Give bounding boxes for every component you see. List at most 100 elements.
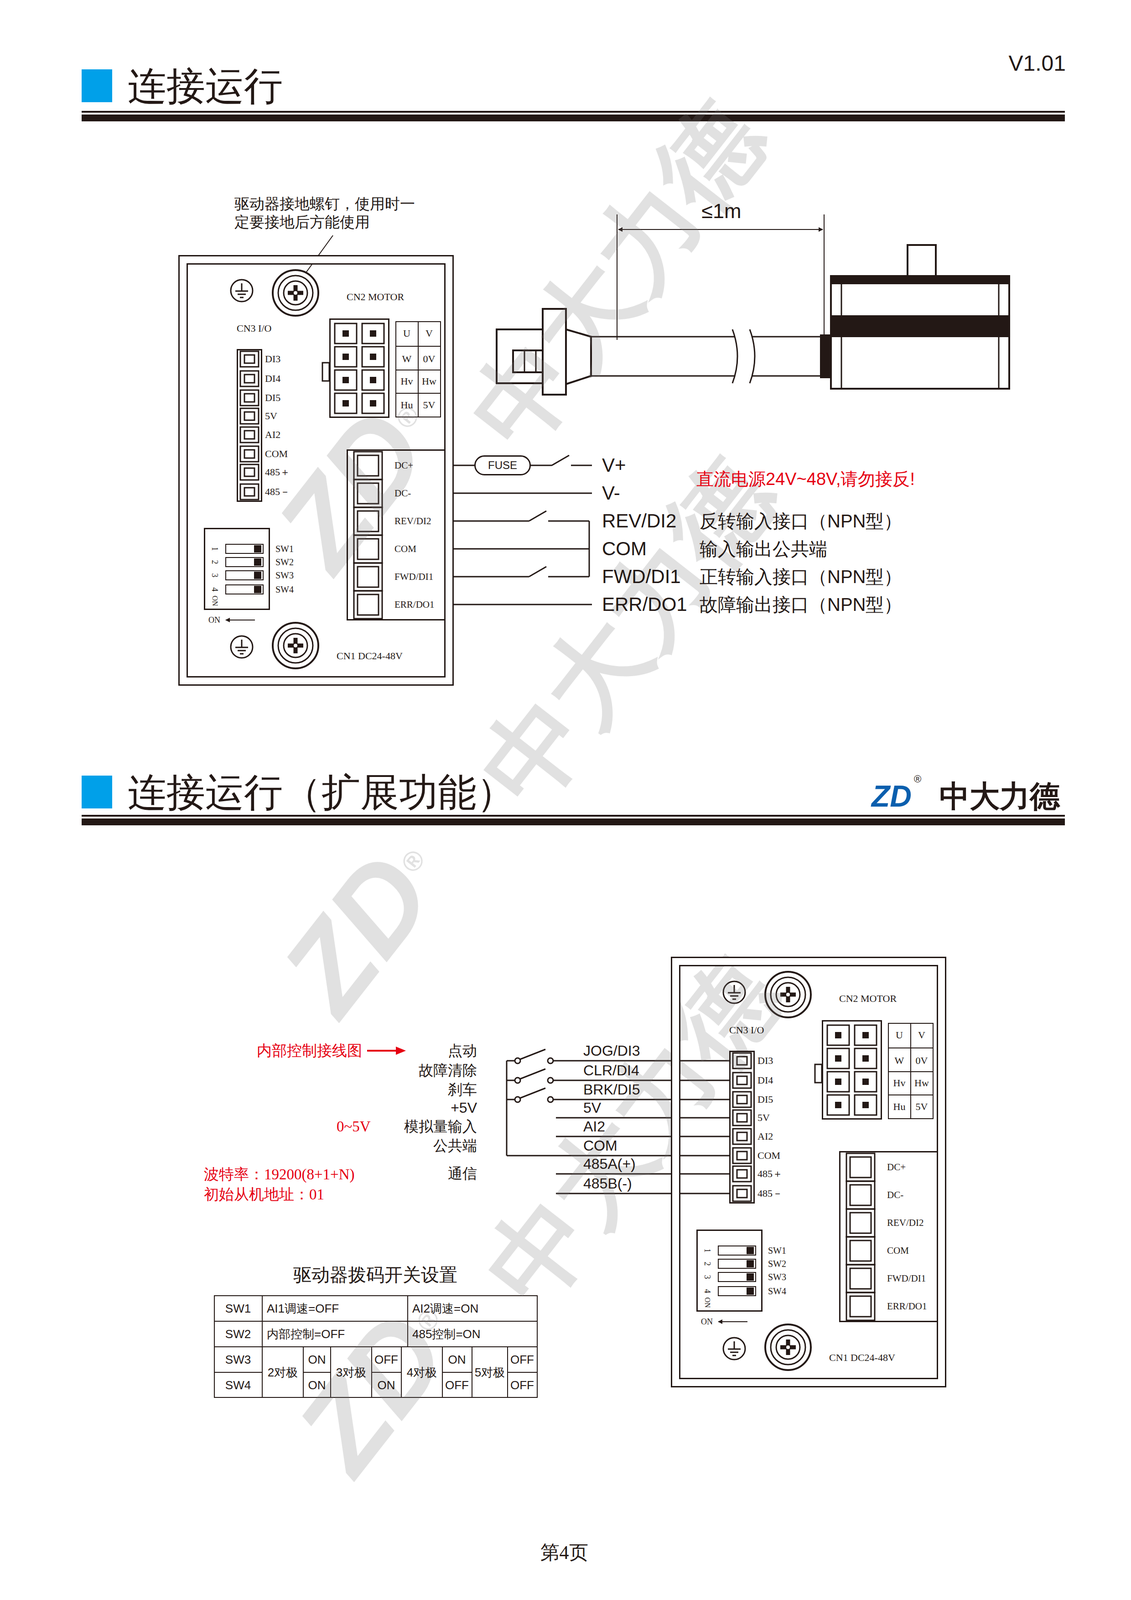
text-label: 刹车 [447, 1081, 478, 1097]
node-text: Hu [400, 399, 414, 410]
text-label: 输入输出公共端 [699, 539, 828, 558]
node-text: DI5 [264, 392, 281, 403]
table-cell: 3对极 [336, 1365, 367, 1378]
table-cell: AI2调速=ON [412, 1302, 479, 1314]
node-text: W [402, 353, 412, 364]
power-terminal: DC+DC-REV/DI2COMFWD/DI1ERR/DO1 [839, 1150, 939, 1322]
node-text: ON [211, 595, 219, 606]
node-text: AI2 [264, 429, 281, 440]
text-label: V1.01 [1008, 52, 1066, 75]
section-heading: 连接运行 [127, 66, 283, 106]
brand-logo: ® [913, 773, 922, 784]
text-label: 驱动器接地螺钉，使用时一定要接地后方能使用 [234, 194, 421, 231]
io-terminal: CN3 I/ODI3DI4DI55VAI2COM485＋485－ [729, 1050, 755, 1204]
table-cell: ON [377, 1378, 396, 1391]
text-label: 0~5V [336, 1118, 371, 1134]
node-text: 485－ [757, 1188, 783, 1199]
node-text: SW4 [767, 1286, 787, 1296]
node-text: DC- [887, 1189, 904, 1200]
red-arrow [367, 1046, 406, 1055]
node-text: REV/DI2 [887, 1217, 924, 1228]
node-text: CN3 I/O [236, 323, 272, 334]
node-text: U [403, 328, 411, 339]
node-text: 485＋ [757, 1168, 783, 1179]
page-number: 第4页 [540, 1542, 589, 1562]
node-text: 4 [210, 587, 219, 592]
table-cell: OFF [510, 1378, 535, 1391]
table-cell: 485控制=ON [412, 1327, 481, 1340]
node-text: 1 [703, 1248, 712, 1253]
node-text: Hw [914, 1077, 929, 1088]
node-text: DC+ [394, 460, 414, 471]
table-cell: SW2 [225, 1327, 251, 1340]
text-label: COM [601, 539, 647, 559]
node-text: DC- [394, 488, 411, 499]
node-text: SW3 [767, 1271, 787, 1282]
node-text: DI4 [264, 373, 281, 384]
watermark: 中大力德 [453, 86, 780, 465]
table-cell: ON [308, 1353, 327, 1365]
node-text: CN1 DC24-48V [829, 1352, 896, 1363]
text-label: 485B(-) [583, 1175, 633, 1191]
node-text: 485＋ [264, 466, 291, 478]
text-label: +5V [450, 1099, 478, 1115]
node-text: Hv [400, 376, 414, 387]
node-text: ON [703, 1296, 711, 1308]
node-text: SW1 [275, 544, 294, 554]
node-text: DI3 [264, 353, 281, 364]
table-cell: OFF [374, 1353, 399, 1365]
table-cell: OFF [510, 1353, 535, 1365]
text-label: 故障清除 [418, 1062, 478, 1078]
node-text: DC+ [887, 1162, 906, 1172]
node-text: 3 [210, 573, 219, 578]
brand-logo: 中大力德 [939, 780, 1060, 811]
wire [445, 464, 475, 467]
node-text: AI2 [757, 1131, 774, 1142]
node-text: COM [887, 1245, 909, 1256]
node-text: DI3 [757, 1055, 774, 1066]
node-text: FWD/DI1 [887, 1273, 926, 1283]
table-cell: 内部控制=OFF [266, 1327, 345, 1340]
table-cell: OFF [445, 1378, 469, 1391]
header-bar [81, 69, 1065, 825]
node-text: 5V [757, 1112, 770, 1123]
node-text: REV/DI2 [394, 516, 432, 526]
node-text: Hu [893, 1101, 906, 1112]
table-cell: ON [308, 1378, 327, 1391]
node-text: 5V [264, 410, 278, 421]
watermark: 中大力德 [463, 443, 790, 822]
node-text: ERR/DO1 [394, 599, 435, 610]
node-text: 2 [210, 560, 219, 565]
fuse-box: FUSE [474, 455, 531, 476]
table-cell: 4对极 [406, 1365, 437, 1378]
table-title: 驱动器拨码开关设置 [293, 1265, 458, 1284]
node-text: COM [394, 544, 417, 554]
motor-connector: CN2 MOTORUVW0VHvHwHu5V [329, 318, 390, 418]
text-label: 波特率：19200(8+1+N) [203, 1166, 355, 1182]
node-text: SW4 [275, 584, 294, 594]
node-text: FUSE [487, 459, 518, 471]
watermark: 中大力德 [468, 943, 795, 1322]
text-label: ≤1m [701, 200, 742, 222]
node-text: CN2 MOTOR [839, 993, 897, 1004]
text-label: 直流电源24V~48V,请勿接反! [696, 470, 915, 488]
leader-line [306, 235, 333, 272]
table-cell: ON [448, 1353, 467, 1365]
text-label: 5V [583, 1099, 602, 1115]
text-label: 初始从机地址：01 [203, 1186, 325, 1202]
text-label: ON [700, 1317, 713, 1326]
text-label: 485A(+) [583, 1156, 636, 1171]
node-text: U [895, 1029, 903, 1040]
node-text: COM [757, 1150, 781, 1161]
node-text: Hv [893, 1077, 906, 1088]
text-label: ON [208, 615, 221, 624]
text-label: 故障输出接口（NPN型） [699, 595, 903, 614]
section-heading: 连接运行（扩展功能） [127, 772, 516, 812]
node-text: 485－ [264, 486, 291, 497]
node-text: W [894, 1055, 905, 1066]
node-text: FWD/DI1 [394, 571, 434, 582]
node-text: V [918, 1029, 926, 1040]
text-label: 模拟量输入 [404, 1118, 478, 1134]
text-label: REV/DI2 [601, 511, 677, 531]
power-terminal: DC+ DC- REV/DI2COM FWD/DI1ERR/DO1 [346, 449, 446, 621]
